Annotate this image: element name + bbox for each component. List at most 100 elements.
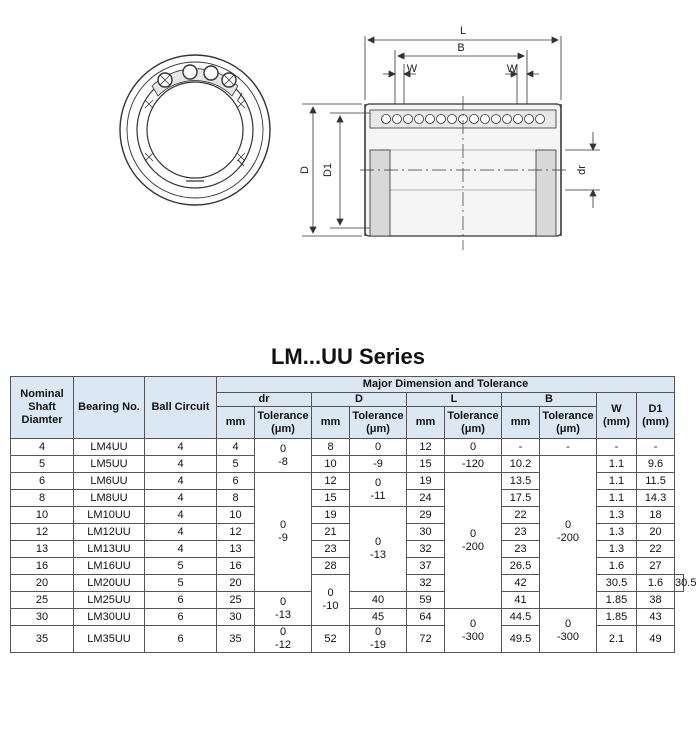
cell-bearing: LM5UU — [73, 455, 145, 473]
cell-ball: 5 — [144, 574, 217, 592]
dim-label-W-left: W — [407, 63, 418, 75]
table-row: 13 LM13UU 4 13 23 32 23 1.3 22 — [10, 540, 684, 558]
table-row: 6 LM6UU 4 6 0 -9 12 0 -11 19 0 -200 13.5… — [10, 472, 684, 609]
cell-D: 19 — [311, 506, 350, 524]
cell-ball: 4 — [144, 472, 217, 490]
cell-dr: 4 — [216, 438, 255, 456]
cell-W: 1.1 — [596, 472, 637, 490]
tol-lower: -300 — [556, 630, 580, 643]
tol-lower: -8 — [278, 455, 288, 468]
cell-B: 41 — [501, 591, 540, 609]
cell-shaft: 20 — [10, 574, 74, 592]
tol-upper: 0 — [279, 442, 287, 455]
side-view — [360, 96, 570, 250]
cell-L: 24 — [406, 489, 445, 507]
cell-L: 32 — [406, 540, 445, 558]
cell-dr: 35 — [216, 625, 255, 653]
cell-bearing: LM20UU — [73, 574, 145, 592]
header-D-mm: mm — [311, 406, 350, 439]
cell-W: 1.85 — [596, 591, 637, 609]
cell-B: 26.5 — [501, 557, 540, 575]
cell-B: 23 — [501, 523, 540, 541]
cell-shaft: 10 — [10, 506, 74, 524]
dim-label-D1: D1 — [322, 163, 334, 177]
cell-D1: 30.5 — [674, 574, 696, 592]
cell-ball: 4 — [144, 455, 217, 473]
cell-D1: 14.3 — [635, 489, 676, 507]
cell-B: 13.5 — [501, 472, 540, 490]
cell-dr: 6 — [216, 472, 255, 490]
cell-L: 37 — [406, 557, 445, 575]
cell-ball: 4 — [144, 523, 217, 541]
table-row: 35 LM35UU 6 35 0 -12 52 0 -19 72 49.5 2.… — [10, 625, 684, 653]
header-B-mm: mm — [501, 406, 540, 439]
header-D-tolerance: Tolerance (μm) — [349, 406, 407, 439]
cell-D1: 22 — [635, 540, 676, 558]
cell-dr: 10 — [216, 506, 255, 524]
cell-shaft: 16 — [10, 557, 74, 575]
cell-D1: 38 — [635, 591, 676, 609]
cell-bearing: LM16UU — [73, 557, 145, 575]
cell-B: 30.5 — [596, 574, 637, 592]
cell-dr: 16 — [216, 557, 255, 575]
cell-D1: 49 — [635, 625, 676, 653]
cell-B-tol: - — [539, 438, 597, 456]
cell-W: 1.6 — [635, 574, 676, 592]
dim-label-W-right: W — [507, 63, 518, 75]
cell-dr-tol: 0 -10 — [311, 574, 350, 626]
cell-D-tol: 0 -13 — [349, 506, 407, 592]
header-dr-mm: mm — [216, 406, 255, 439]
table-row: 10 LM10UU 4 10 19 0 -13 29 22 1.3 18 — [10, 506, 684, 592]
tol-lower: -10 — [322, 600, 339, 612]
cell-shaft: 35 — [10, 625, 74, 653]
cell-bearing: LM12UU — [73, 523, 145, 541]
cell-D-tol: -9 — [349, 455, 407, 473]
header-B: B — [501, 392, 597, 407]
tol-lower: -200 — [461, 540, 485, 553]
cell-dr: 25 — [216, 591, 255, 609]
cell-D1: 18 — [635, 506, 676, 524]
cell-W: 1.85 — [596, 608, 637, 626]
table-row: 5 LM5UU 4 5 10 -9 15 -120 10.2 0 -200 1.… — [10, 455, 684, 609]
cell-D: 28 — [311, 557, 350, 575]
tol-lower: -200 — [556, 532, 580, 544]
tol-upper: 0 — [279, 519, 287, 531]
cell-D1: 9.6 — [635, 455, 676, 473]
front-view — [119, 54, 271, 206]
tol-upper: 0 — [469, 617, 477, 630]
tol-upper: 0 — [327, 587, 334, 599]
cell-D-tol: 0 — [349, 438, 407, 456]
tol-lower: -19 — [370, 639, 386, 651]
header-ball-circuit: Ball Circuit — [144, 376, 217, 439]
cell-L: 15 — [406, 455, 445, 473]
cell-bearing: LM8UU — [73, 489, 145, 507]
cell-B-tol: 0 -200 — [539, 455, 597, 609]
cell-D: 21 — [311, 523, 350, 541]
cell-shaft: 8 — [10, 489, 74, 507]
cell-L-tol: 0 -200 — [444, 472, 502, 609]
tol-upper: 0 — [469, 527, 477, 540]
cell-W: 1.3 — [596, 540, 637, 558]
cell-L: 19 — [406, 472, 445, 490]
cell-dr-tol: 0 -8 — [254, 438, 312, 473]
cell-ball: 4 — [144, 540, 217, 558]
cell-ball: 6 — [144, 608, 217, 626]
cell-L: 59 — [406, 591, 445, 609]
cell-D-tol: 0 -19 — [349, 625, 407, 653]
table-row: 12 LM12UU 4 12 21 30 23 1.3 20 — [10, 523, 684, 541]
cell-shaft: 6 — [10, 472, 74, 490]
tol-lower: -13 — [275, 608, 291, 621]
cell-dr: 20 — [216, 574, 255, 592]
spec-table: Nominal Shaft Diamter Bearing No. Ball C… — [10, 376, 696, 653]
tol-lower: -12 — [275, 639, 291, 651]
table-row: 8 LM8UU 4 8 15 24 17.5 1.1 14.3 — [10, 489, 684, 507]
cell-D: 8 — [311, 438, 350, 456]
tol-upper: 0 — [564, 617, 572, 630]
header-L-tolerance: Tolerance (μm) — [444, 406, 502, 439]
cell-L: 30 — [406, 523, 445, 541]
cell-shaft: 4 — [10, 438, 74, 456]
tol-upper: 0 — [374, 626, 382, 638]
cell-L: 42 — [501, 574, 540, 592]
cell-D: 10 — [311, 455, 350, 473]
header-B-tolerance: Tolerance (μm) — [539, 406, 597, 439]
